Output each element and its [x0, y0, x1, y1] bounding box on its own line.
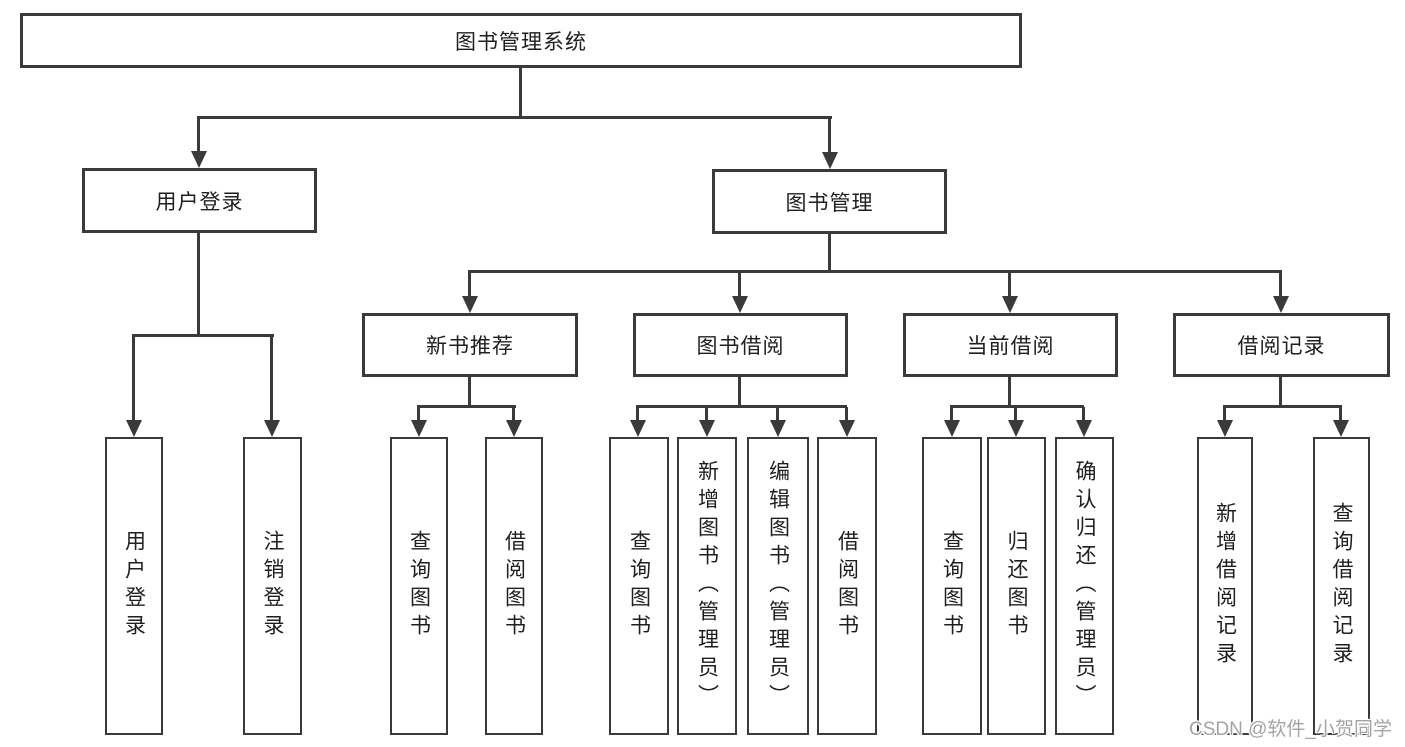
connector-line — [776, 407, 779, 421]
arrow-down-icon — [1008, 420, 1024, 437]
leaf-edit-books-admin-label: 编辑图书（管理员） — [766, 460, 790, 712]
connector-line — [417, 407, 420, 421]
connector-line — [738, 272, 741, 297]
connector-line — [1223, 407, 1226, 421]
connector-line — [270, 336, 273, 421]
connector-line — [1339, 407, 1342, 421]
connector-line — [705, 407, 708, 421]
arrow-down-icon — [699, 420, 715, 437]
leaf-borrow-books-label: 借阅图书 — [835, 530, 859, 642]
connector-line — [468, 270, 1282, 273]
leaf-logout-label: 注销登录 — [261, 530, 284, 642]
leaf-add-books-admin: 新增图书（管理员） — [677, 437, 737, 735]
connector-line — [1279, 377, 1282, 408]
connector-line — [512, 407, 515, 421]
arrow-down-icon — [839, 420, 855, 437]
connector-line — [417, 405, 516, 408]
arrow-down-icon — [630, 420, 646, 437]
node-borrow-records: 借阅记录 — [1173, 313, 1390, 377]
connector-line — [197, 118, 200, 152]
arrow-down-icon — [191, 151, 207, 168]
leaf-query-borrow-record: 查询借阅记录 — [1313, 437, 1370, 735]
arrow-down-icon — [944, 420, 960, 437]
leaf-borrow-books: 借阅图书 — [817, 437, 877, 735]
connector-line — [1014, 407, 1017, 421]
node-root-library-system: 图书管理系统 — [20, 13, 1022, 68]
node-current-borrow: 当前借阅 — [903, 313, 1118, 377]
connector-line — [738, 377, 741, 408]
leaf-confirm-return-admin: 确认归还（管理员） — [1055, 437, 1114, 735]
leaf-borrow-books-recommend-label: 借阅图书 — [502, 530, 526, 642]
arrow-down-icon — [822, 152, 838, 169]
connector-line — [828, 234, 831, 273]
leaf-borrow-books-recommend: 借阅图书 — [485, 437, 543, 735]
connector-line — [197, 233, 200, 337]
node-new-book-recommend: 新书推荐 — [362, 313, 578, 377]
leaf-user-login-label: 用户登录 — [122, 530, 146, 642]
leaf-user-login: 用户登录 — [105, 437, 163, 735]
leaf-query-books-current: 查询图书 — [922, 437, 982, 735]
leaf-query-books-borrow-label: 查询图书 — [627, 530, 651, 642]
arrow-down-icon — [506, 420, 522, 437]
arrow-down-icon — [411, 420, 427, 437]
connector-line — [519, 68, 522, 119]
leaf-add-borrow-record: 新增借阅记录 — [1197, 437, 1253, 735]
leaf-query-books-borrow: 查询图书 — [609, 437, 669, 735]
leaf-edit-books-admin: 编辑图书（管理员） — [747, 437, 809, 735]
leaf-query-books-current-label: 查询图书 — [940, 530, 964, 642]
leaf-query-borrow-record-label: 查询借阅记录 — [1330, 502, 1353, 670]
leaf-confirm-return-admin-label: 确认归还（管理员） — [1073, 460, 1096, 712]
connector-line — [1008, 377, 1011, 408]
arrow-down-icon — [1273, 296, 1289, 313]
leaf-query-books-recommend-label: 查询图书 — [407, 530, 431, 642]
leaf-logout: 注销登录 — [243, 437, 302, 735]
arrow-down-icon — [1333, 420, 1349, 437]
csdn-watermark: CSDN @软件_小贺同学 — [1189, 719, 1392, 740]
connector-line — [845, 407, 848, 421]
connector-line — [828, 118, 831, 153]
connector-line — [197, 116, 832, 119]
leaf-query-books-recommend: 查询图书 — [390, 437, 448, 735]
leaf-add-borrow-record-label: 新增借阅记录 — [1213, 502, 1237, 670]
connector-line — [1082, 407, 1085, 421]
node-book-borrow: 图书借阅 — [633, 313, 848, 377]
connector-line — [636, 407, 639, 421]
leaf-return-books-label: 归还图书 — [1005, 530, 1028, 642]
arrow-down-icon — [462, 296, 478, 313]
arrow-down-icon — [732, 296, 748, 313]
leaf-return-books: 归还图书 — [987, 437, 1046, 735]
connector-line — [1008, 272, 1011, 297]
connector-line — [468, 377, 471, 408]
connector-line — [132, 336, 135, 421]
arrow-down-icon — [770, 420, 786, 437]
arrow-down-icon — [126, 420, 142, 437]
leaf-add-books-admin-label: 新增图书（管理员） — [695, 460, 719, 712]
connector-line — [468, 272, 471, 297]
node-book-management: 图书管理 — [712, 169, 947, 234]
connector-line — [950, 407, 953, 421]
node-user-login: 用户登录 — [82, 168, 317, 233]
arrow-down-icon — [1002, 296, 1018, 313]
connector-line — [1279, 272, 1282, 297]
arrow-down-icon — [264, 420, 280, 437]
arrow-down-icon — [1217, 420, 1233, 437]
arrow-down-icon — [1076, 420, 1092, 437]
connector-line — [950, 405, 1084, 408]
connector-line — [132, 334, 274, 337]
connector-line — [1223, 405, 1342, 408]
connector-line — [636, 405, 847, 408]
